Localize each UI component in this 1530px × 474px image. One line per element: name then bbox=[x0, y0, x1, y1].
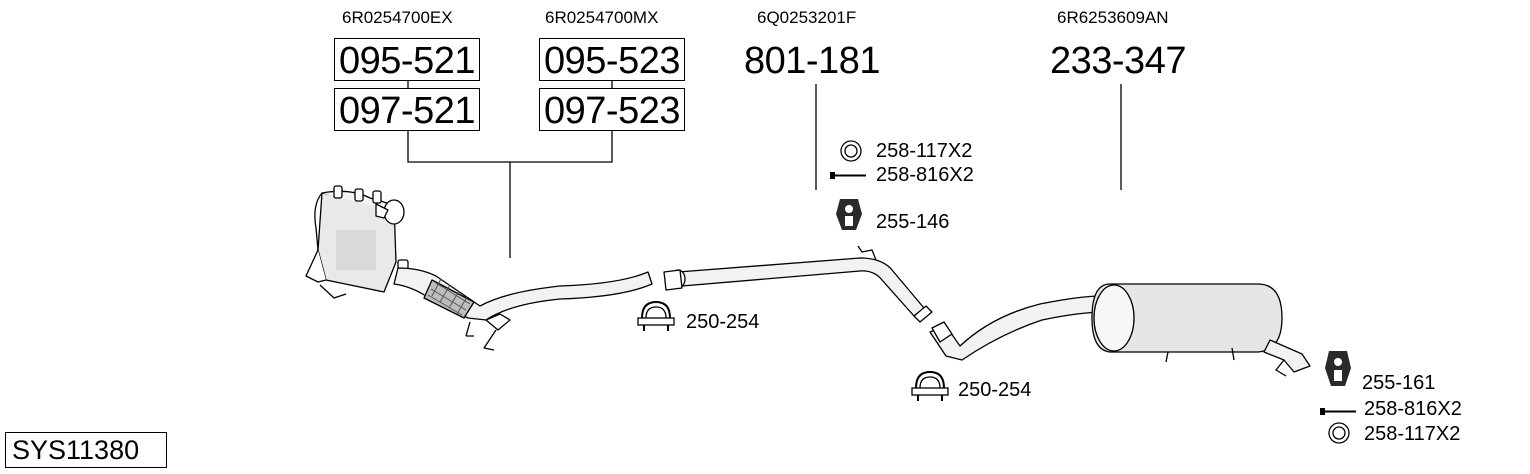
part-number-233-347[interactable]: 233-347 bbox=[1050, 40, 1186, 82]
oem-number-4: 6R6253609AN bbox=[1057, 8, 1169, 27]
catalytic-converter bbox=[305, 185, 409, 299]
accessory-label-250-254[interactable]: 250-254 bbox=[686, 311, 760, 333]
rubber-hanger-icon bbox=[836, 199, 862, 230]
accessory-label-255-146[interactable]: 255-146 bbox=[876, 211, 950, 233]
part-box-097-523[interactable]: 097-523 bbox=[539, 88, 685, 131]
bolt-icon bbox=[1320, 408, 1356, 415]
pipe-clamp-icon bbox=[637, 300, 675, 331]
accessory-label-258-117[interactable]: 258-117X2 bbox=[1364, 423, 1461, 445]
oem-number-3: 6Q0253201F bbox=[757, 8, 857, 27]
rear-silencer bbox=[929, 283, 1311, 377]
seal-ring-icon bbox=[1328, 422, 1350, 444]
system-code-box: SYS11380 bbox=[5, 432, 167, 468]
part-box-095-523[interactable]: 095-523 bbox=[539, 38, 685, 81]
accessory-label-258-117[interactable]: 258-117X2 bbox=[876, 140, 973, 162]
accessory-label-258-816[interactable]: 258-816X2 bbox=[876, 164, 974, 186]
bolt-icon bbox=[830, 172, 866, 179]
rubber-hanger-icon bbox=[1325, 351, 1351, 386]
part-number-801-181[interactable]: 801-181 bbox=[744, 40, 880, 82]
oem-number-1: 6R0254700EX bbox=[342, 8, 453, 27]
pipe-clamp-icon bbox=[911, 370, 949, 401]
front-pipe bbox=[393, 267, 653, 351]
leader-lines bbox=[407, 80, 1122, 258]
oem-number-2: 6R0254700MX bbox=[545, 8, 659, 27]
accessory-label-250-254[interactable]: 250-254 bbox=[958, 379, 1032, 401]
middle-pipe bbox=[663, 245, 933, 323]
seal-ring-icon bbox=[840, 140, 862, 162]
accessory-label-255-161[interactable]: 255-161 bbox=[1362, 372, 1436, 394]
part-box-095-521[interactable]: 095-521 bbox=[334, 38, 480, 81]
accessory-label-258-816[interactable]: 258-816X2 bbox=[1364, 398, 1462, 420]
part-box-097-521[interactable]: 097-521 bbox=[334, 88, 480, 131]
